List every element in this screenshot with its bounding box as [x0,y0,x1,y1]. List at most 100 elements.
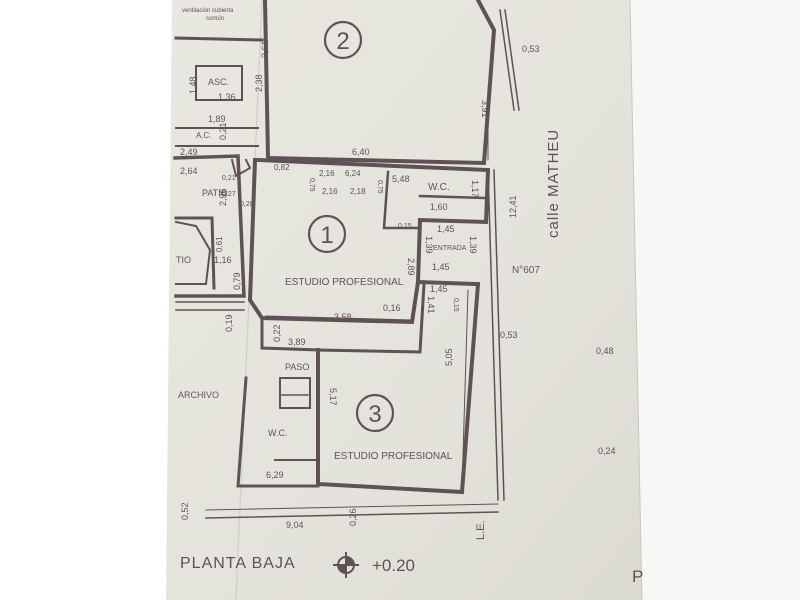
asc-top-wall [174,36,264,42]
dim-021: 0,21 [218,122,228,140]
footer-label: PLANTA BAJA [180,555,296,572]
patio-left-label: TIO [176,255,191,265]
room-3-name: ESTUDIO PROFESIONAL [334,451,453,462]
room-3-circle [355,393,395,433]
asc-box [195,65,243,101]
property-line-bottom-2 [205,503,499,511]
patio-walls [173,154,246,298]
dim-189: 1,89 [208,114,226,124]
dim-048: 0,48 [596,346,614,356]
wc-bottom-walls [236,376,320,488]
dim-027: 0,27 [222,191,236,198]
dim-505: 5,05 [444,348,454,366]
wc-top-walls [382,170,422,230]
dim-216b: 2,16 [322,187,338,196]
top-note-1: ventilación cubierta [182,8,234,14]
dim-548: 5,48 [392,174,410,184]
dim-238: 2,38 [254,74,264,92]
property-line-bottom [205,511,499,519]
entrada-wall [416,218,422,284]
ac-label: A.C. [196,131,212,140]
room-3-number: 3 [368,401,381,428]
facade-line-top-2 [504,9,520,111]
dim-075a: 0,75 [308,178,315,192]
dim-019: 0,19 [224,314,234,332]
footer-edge-letter: P [632,567,643,586]
asc-label: ASC. [208,77,229,87]
dim-021b: 0,21 [222,175,236,182]
room-1-name: ESTUDIO PROFESIONAL [285,277,404,288]
dim-line-640 [267,158,485,165]
front-line [487,169,499,501]
dim-053-mid: 0,53 [500,330,518,340]
wc-top-divider [418,194,486,200]
level-symbol-fill-2 [338,565,346,573]
dim-160: 1,60 [430,202,448,212]
dim-075b: 0,75 [376,180,383,194]
dim-053-top: 0,53 [522,44,540,54]
paso-stair-box [279,377,311,409]
dim-296: 2,96 [218,188,228,206]
facade-line-top [499,9,515,111]
dim-117: 1,17 [470,180,480,198]
entrada-bottom-wall [415,279,479,287]
dim-024: 0,24 [598,446,616,456]
room-2-walls [262,0,497,166]
dim-079: 0,79 [232,272,242,290]
room-1-corner-detail [230,158,252,178]
paper-edge [629,0,643,600]
wc-top-label: W.C. [428,182,450,193]
footer-level: +0.20 [372,556,415,575]
dim-015: 0,15 [398,223,412,230]
dim-line-358 [265,315,413,321]
le-mark: L.E. [475,520,487,540]
dim-517: 5,17 [328,388,338,406]
dim-1241: 12,41 [508,195,518,218]
dim-389: 3,89 [288,337,306,347]
dim-145b: 1,45 [432,262,450,272]
dim-145c: 1,45 [430,284,448,294]
dim-082: 0,82 [274,163,290,172]
patio-label: PATIO [202,188,228,198]
dim-015b: 0,15 [452,298,459,312]
street-name: calle MATHEU [545,129,562,238]
dim-139a: 1,39 [424,236,434,254]
level-symbol-fill-1 [346,557,354,565]
dim-022: 0,22 [272,324,282,342]
dim-061: 0,61 [215,236,224,252]
room-2-circle [323,20,363,60]
dim-026: 0,26 [348,508,358,526]
dim-136: 1,36 [218,92,236,102]
room-3-top-wall [316,282,426,354]
dim-line-505 [461,289,469,489]
room-3-walls [316,281,481,495]
top-note-2: común [206,16,224,22]
dim-139b: 1,39 [468,236,478,254]
patio-inner-walls [174,216,216,290]
paso-label: PASO [285,362,309,372]
room-1-number: 1 [320,222,333,249]
dim-116: 1,16 [214,255,232,265]
paso-wall [260,316,320,352]
wc-bottom-label: W.C. [268,428,288,438]
dim-249: 2,49 [180,147,198,157]
dim-028: 0,28 [240,201,254,208]
dim-640: 6,40 [352,147,370,157]
dim-218: 2,18 [350,187,366,196]
entrada-label: ENTRADA [433,245,467,252]
dim-216a: 2,16 [319,169,335,178]
paper-sheet [166,0,642,600]
dim-016: 0,16 [383,303,401,313]
archivo-label: ARCHIVO [178,390,219,400]
dim-145a: 1,45 [437,224,455,234]
patio-left-detail [174,220,212,285]
dim-289: 2,89 [406,258,416,276]
dim-264: 2,64 [180,166,198,176]
room-2-number: 2 [336,28,349,55]
dim-358: 3,58 [334,312,352,322]
left-margin [0,0,178,600]
dim-261: 2,61 [260,40,270,58]
room-1-circle [307,214,347,254]
dim-624: 6,24 [345,169,361,178]
